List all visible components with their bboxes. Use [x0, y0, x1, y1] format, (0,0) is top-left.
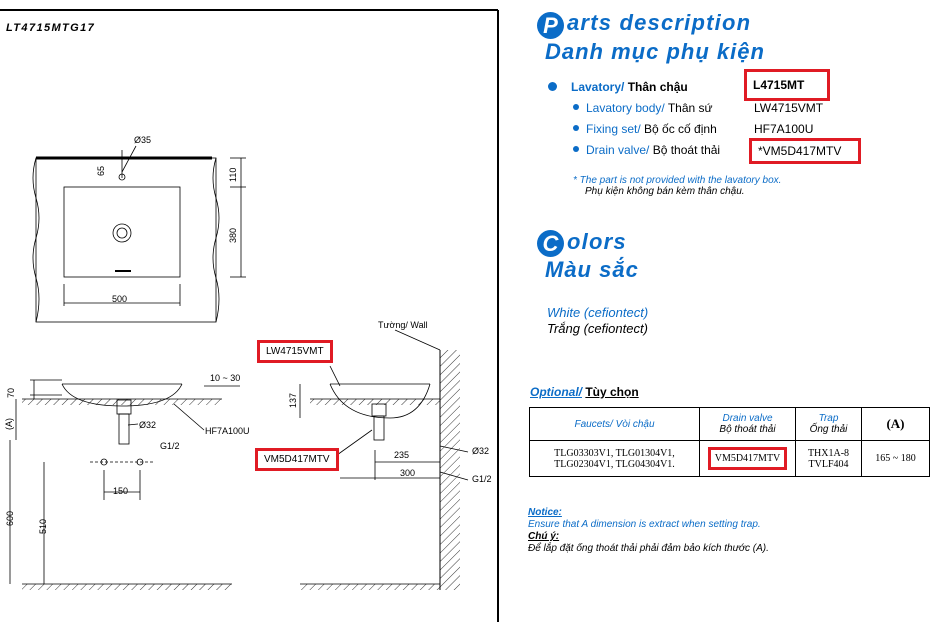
- colors-heading-vn: Màu sắc: [545, 257, 639, 282]
- part-fixing-vn: Bộ ốc cố định: [644, 122, 717, 136]
- dim-137: 137: [288, 392, 298, 408]
- technical-drawing: LT4715MTG17 Ø35 65 110 380 500 70 10 ~ 3…: [0, 9, 499, 622]
- part-body-en: Lavatory body/: [586, 101, 665, 115]
- dim-g12-left: G1/2: [160, 441, 180, 451]
- td-faucets: TLG03303V1, TLG01304V1, TLG02304V1, TLG0…: [529, 440, 700, 477]
- callout-lw4715vmt: LW4715VMT: [257, 340, 333, 363]
- colors-heading-initial: C: [537, 230, 564, 257]
- label-hf7a100u: HF7A100U: [205, 426, 250, 436]
- parts-heading-text: arts description: [567, 10, 752, 35]
- parts-heading-initial: P: [537, 12, 564, 39]
- td-trap-line1: THX1A-8: [807, 447, 850, 459]
- parts-heading-vn: Danh mục phụ kiện: [545, 39, 765, 64]
- td-trap-line2: TVLF404: [808, 458, 849, 470]
- dim-600: 600: [5, 510, 15, 526]
- dim-a: (A): [4, 418, 14, 430]
- optional-table-header: Faucets/ Vòi chậu Drain valve Bộ thoát t…: [529, 407, 930, 441]
- part-drain-vn: Bộ thoát thải: [652, 143, 721, 157]
- color-white-vn: Trắng (cefiontect): [547, 321, 648, 336]
- parts-note-vn: Phụ kiện không bán kèm thân chậu.: [585, 186, 745, 197]
- colors-heading-text: olors: [567, 229, 627, 254]
- th-drain: Drain valve Bộ thoát thải: [699, 407, 796, 441]
- dim-65: 65: [96, 165, 106, 176]
- dim-d32-right: Ø32: [472, 446, 490, 456]
- th-drain-vn: Bộ thoát thải: [719, 424, 776, 435]
- optional-table: Faucets/ Vòi chậu Drain valve Bộ thoát t…: [529, 407, 930, 477]
- td-drain-highlight: VM5D417MTV: [707, 447, 788, 470]
- info-panel: P arts description Danh mục phụ kiện Lav…: [505, 0, 943, 622]
- th-trap-en: Trap: [818, 413, 839, 424]
- dim-300: 300: [400, 468, 416, 478]
- notice-text-vn: Để lắp đặt ống thoát thải phải đảm bảo k…: [528, 543, 769, 554]
- td-faucets-line1: TLG03303V1, TLG01304V1,: [554, 447, 675, 459]
- part-drain: Drain valve/ Bộ thoát thải: [586, 143, 720, 157]
- code-l4715mt: L4715MT: [744, 69, 830, 101]
- th-faucets: Faucets/ Vòi chậu: [529, 407, 700, 441]
- label-wall: Tường/ Wall: [378, 320, 428, 330]
- dim-110: 110: [228, 167, 238, 182]
- optional-title: Optional/ Tùy chọn: [530, 385, 639, 399]
- color-white-en: White (cefiontect): [547, 305, 649, 320]
- bullet-drain: [573, 146, 579, 152]
- th-trap: Trap Ống thải: [795, 407, 862, 441]
- th-a: (A): [861, 407, 930, 441]
- dim-235: 235: [394, 450, 410, 460]
- bullet-body: [573, 104, 579, 110]
- dim-d32-left: Ø32: [139, 420, 157, 430]
- code-hf7a100u: HF7A100U: [754, 122, 814, 136]
- td-trap: THX1A-8 TVLF404: [795, 440, 862, 477]
- th-trap-vn: Ống thải: [809, 424, 848, 435]
- bullet-lavatory: [548, 82, 557, 91]
- notice-title-vn: Chú ý:: [528, 531, 560, 542]
- td-a: 165 ~ 180: [861, 440, 930, 477]
- th-faucets-text: Faucets/ Vòi chậu: [574, 418, 655, 430]
- part-fixing-en: Fixing set/: [586, 122, 641, 136]
- dim-70: 70: [6, 387, 16, 398]
- drawing-lines: [0, 9, 499, 622]
- bullet-fixing: [573, 125, 579, 131]
- part-body: Lavatory body/ Thân sứ: [586, 101, 713, 115]
- part-body-vn: Thân sứ: [667, 101, 713, 115]
- notice-title-en: Notice:: [528, 507, 562, 518]
- side-view: [299, 329, 469, 590]
- parts-note-en: * The part is not provided with the lava…: [573, 175, 782, 186]
- dim-500: 500: [112, 294, 128, 304]
- optional-title-en: Optional/: [530, 385, 582, 399]
- dim-d35: Ø35: [134, 135, 152, 145]
- model-code: LT4715MTG17: [6, 22, 96, 34]
- notice-block: Notice: Ensure that A dimension is extra…: [528, 507, 769, 555]
- part-fixing: Fixing set/ Bộ ốc cố định: [586, 122, 717, 136]
- code-vm5d417mtv: *VM5D417MTV: [749, 138, 861, 164]
- th-drain-en: Drain valve: [722, 413, 773, 424]
- table-row: TLG03303V1, TLG01304V1, TLG02304V1, TLG0…: [529, 440, 930, 477]
- code-lw4715vmt: LW4715VMT: [754, 101, 824, 115]
- part-drain-en: Drain valve/: [586, 143, 650, 157]
- dim-510: 510: [38, 518, 48, 534]
- optional-title-vn: Tùy chọn: [585, 385, 639, 399]
- front-view: [9, 379, 240, 590]
- dim-380: 380: [228, 227, 238, 243]
- dim-150: 150: [113, 486, 129, 496]
- callout-vm5d417mtv: VM5D417MTV: [255, 448, 339, 471]
- top-view: [32, 145, 246, 323]
- dim-10-30: 10 ~ 30: [210, 373, 241, 383]
- part-lavatory-vn: Thân chậu: [627, 80, 688, 94]
- notice-text-en: Ensure that A dimension is extract when …: [528, 519, 761, 530]
- td-faucets-line2: TLG02304V1, TLG04304V1.: [554, 458, 675, 470]
- part-lavatory-en: Lavatory/: [571, 80, 625, 94]
- part-lavatory: Lavatory/ Thân chậu: [571, 80, 688, 94]
- td-drain: VM5D417MTV: [699, 440, 796, 477]
- dim-g12-right: G1/2: [472, 474, 492, 484]
